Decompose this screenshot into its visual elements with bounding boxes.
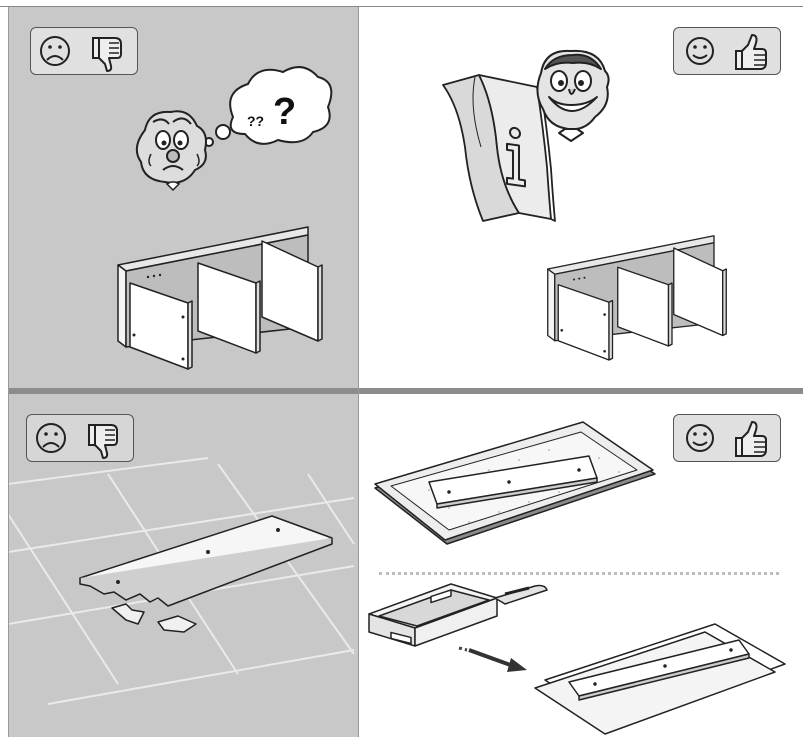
shelf-unit-bad	[117, 226, 323, 370]
broken-panel	[79, 515, 333, 607]
cardboard-box	[368, 583, 498, 647]
panel-divider	[8, 388, 803, 394]
happy-character	[536, 49, 610, 142]
utility-knife-icon	[494, 584, 548, 605]
panel-bad-hard-floor	[8, 394, 358, 737]
confused-character: ? ??	[135, 66, 333, 192]
sad-face-icon-2	[36, 423, 66, 453]
info-icon	[506, 126, 526, 188]
thumbs-down-icon-2	[88, 424, 118, 459]
panel-good-read-instructions	[359, 7, 803, 388]
question-mark-large: ?	[273, 91, 296, 133]
sad-face-icon	[40, 36, 70, 66]
thought-bubble: ? ??	[204, 66, 333, 147]
tiled-floor-scene	[8, 457, 355, 705]
thumbs-down-icon	[92, 37, 122, 72]
left-border	[8, 7, 9, 737]
broken-pieces	[111, 603, 197, 633]
bad-badge-2	[26, 414, 134, 462]
happy-face-icon-2	[686, 424, 714, 452]
thumbs-up-icon-2	[735, 421, 767, 457]
cardboard-sheets	[534, 623, 786, 735]
good-badge	[673, 27, 781, 75]
dotted-separator	[379, 572, 779, 575]
panel-bad-no-instructions: ? ??	[8, 7, 358, 388]
bad-badge	[30, 27, 138, 75]
happy-face-icon	[686, 37, 714, 65]
thumbs-up-icon	[735, 34, 767, 70]
shelf-unit-good	[547, 235, 727, 361]
top-border	[0, 0, 803, 7]
unpacking-scene	[368, 583, 786, 735]
rug-with-panel	[374, 421, 656, 545]
good-badge-2	[673, 414, 781, 462]
question-marks-small: ??	[247, 113, 264, 129]
vertical-divider	[358, 7, 359, 737]
arrow-icon	[458, 646, 527, 672]
panel-on-rug	[428, 455, 598, 509]
sad-face-character	[135, 110, 207, 192]
instruction-booklet	[442, 74, 556, 222]
panel-good-protective-mat	[359, 394, 803, 737]
